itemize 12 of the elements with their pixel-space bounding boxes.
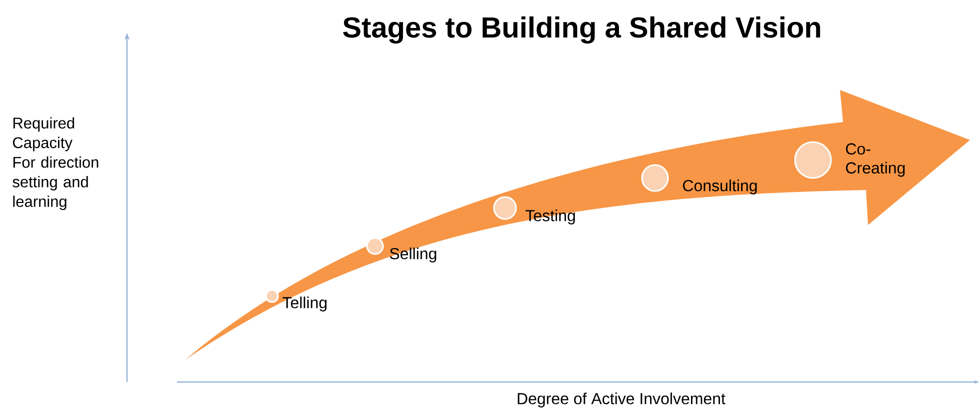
stage-circle (794, 141, 832, 179)
stage-label: Selling (390, 248, 436, 262)
y-axis-label: Required Capacity For direction setting and learning (12, 117, 98, 210)
stage-circle (641, 164, 669, 192)
title: Stages to Building a Shared Vision (343, 16, 820, 44)
stage-circle (493, 196, 517, 220)
stage-circle (265, 289, 279, 303)
stage-label: Telling (282, 296, 327, 312)
stage-label: Consulting (683, 180, 757, 194)
stage-circle (366, 237, 384, 255)
x-axis-label: Degree of Active Involvement (518, 392, 726, 408)
stage-label: Co-Creating (846, 143, 905, 177)
